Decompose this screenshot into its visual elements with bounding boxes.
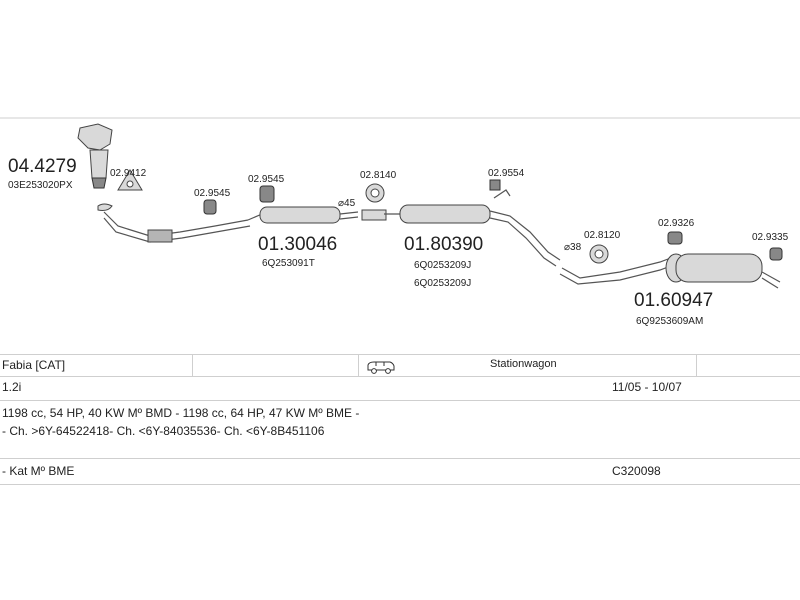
middle-muffler-part-0180390[interactable] [384,204,561,267]
part-number-029554: 02.9554 [488,168,525,179]
front-muffler-part-0130046[interactable] [247,206,359,224]
diameter-45-label: ⌀45 [338,198,356,209]
oe-number-0160947: 6Q9253609AM [636,316,703,327]
engine: 1.2i [2,380,22,394]
part-number-0160947: 01.60947 [634,290,713,311]
notes: - Kat Mº BME [2,464,75,478]
rear-silencer-part-0160947[interactable] [559,253,781,289]
part-number-044279: 04.4279 [8,156,77,177]
part-number-028120: 02.8120 [584,230,621,241]
hanger-part-029326[interactable] [667,231,683,245]
gasket-part-029412[interactable] [117,169,143,191]
part-number-0130046: 01.30046 [258,234,337,255]
part-number-029545-b: 02.9545 [248,174,285,185]
oe-number-0180390-1: 6Q0253209J [414,260,471,271]
chassis-numbers: - Ch. >6Y-64522418- Ch. <6Y-84035536- Ch… [2,424,325,438]
exhaust-system-diagram: 04.4279 03E253020PX 02.9412 02.9545 02.9… [0,117,800,327]
clamp-part-028120[interactable] [589,244,609,264]
engine-specs: 1198 cc, 54 HP, 40 KW Mº BMD - 1198 cc, … [2,406,360,420]
part-number-028140: 02.8140 [360,170,397,181]
front-pipe [97,203,251,243]
catalog-code: C320098 [612,464,661,478]
body-type: Stationwagon [490,358,557,370]
part-number-029335: 02.9335 [752,232,789,243]
production-years: 11/05 - 10/07 [612,380,682,394]
hanger-part-029335[interactable] [769,247,783,261]
oe-number-0130046: 6Q253091T [262,258,315,269]
catalytic-converter-part[interactable] [77,123,113,189]
oe-number-0180390-2: 6Q0253209J [414,278,471,289]
part-number-0180390: 01.80390 [404,234,483,255]
model-name: Fabia [CAT] [2,358,66,372]
hanger-part-029554[interactable] [489,179,511,199]
oe-number-044279: 03E253020PX [8,180,73,191]
hanger-part-029545-b[interactable] [259,185,275,203]
diameter-38-label: ⌀38 [564,242,582,253]
clamp-part-028140[interactable] [361,183,387,221]
station-wagon-icon [366,360,396,377]
part-number-029412: 02.9412 [110,168,147,179]
flex-joint [147,229,173,243]
part-number-029545-a: 02.9545 [194,188,231,199]
hanger-part-029545-a[interactable] [203,199,217,215]
part-number-029326: 02.9326 [658,218,695,229]
